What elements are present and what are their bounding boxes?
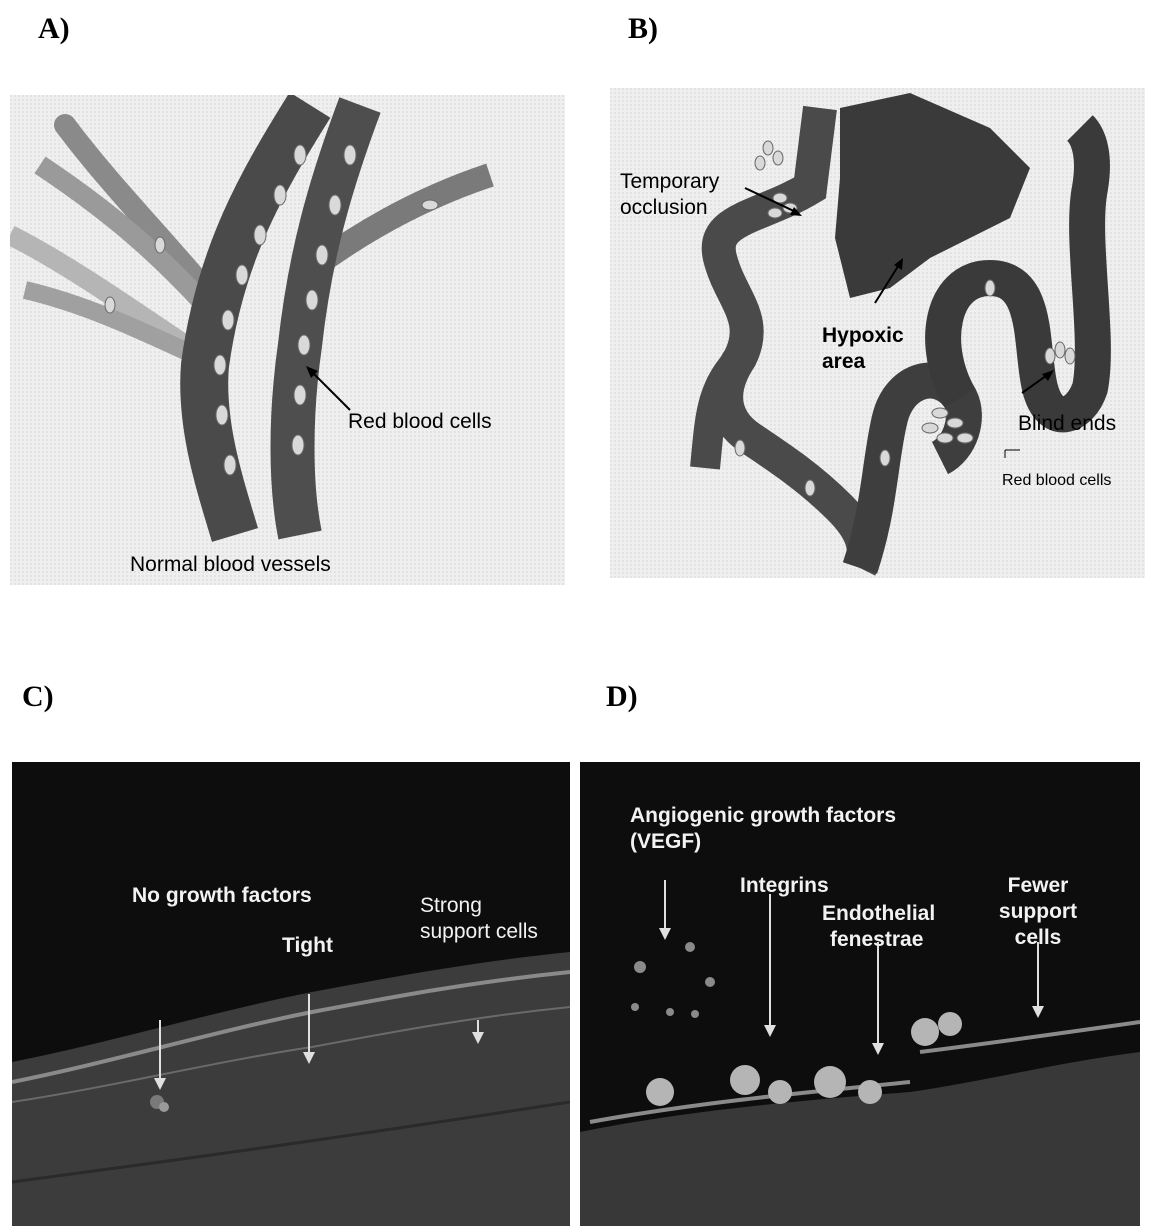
- strong-support-label-1: Strong: [420, 894, 482, 918]
- hypoxic-area-label-2: area: [822, 350, 865, 374]
- panel-b-label: B): [628, 12, 658, 46]
- endothelial-fenestrae-label-2: fenestrae: [830, 928, 923, 952]
- tumor-red-blood-cells-label: Red blood cells: [1002, 472, 1111, 490]
- hypoxic-area-label-1: Hypoxic: [822, 324, 904, 348]
- panel-d-illustration: Angiogenic growth factors (VEGF) Integri…: [580, 762, 1140, 1226]
- fewer-support-label-2: support: [988, 900, 1088, 924]
- normal-vessels-drawing: [10, 95, 565, 585]
- panel-a-label: A): [38, 12, 70, 46]
- fewer-support-label-1: Fewer: [988, 874, 1088, 898]
- endothelial-fenestrae-label-1: Endothelial: [822, 902, 935, 926]
- normal-endothelium-drawing: [12, 762, 570, 1226]
- panel-c-label: C): [22, 680, 54, 714]
- panel-c-illustration: No growth factors Tight Strong support c…: [12, 762, 570, 1226]
- integrins-label: Integrins: [740, 874, 829, 898]
- blind-ends-label: Blind ends: [1018, 412, 1116, 436]
- panel-d-label: D): [606, 680, 638, 714]
- panel-b-illustration: Temporary occlusion Hypoxic area Blind e…: [610, 88, 1145, 578]
- strong-support-label-2: support cells: [420, 920, 538, 944]
- angiogenic-factors-label-2: (VEGF): [630, 830, 701, 854]
- temporary-occlusion-label-1: Temporary: [620, 170, 719, 194]
- temporary-occlusion-label-2: occlusion: [620, 196, 708, 220]
- red-blood-cells-label: Red blood cells: [348, 410, 492, 434]
- panel-a-illustration: Red blood cells Normal blood vessels: [10, 95, 565, 585]
- no-growth-factors-label: No growth factors: [132, 884, 312, 908]
- tight-label: Tight: [282, 934, 333, 958]
- angiogenic-factors-label-1: Angiogenic growth factors: [630, 804, 896, 828]
- normal-vessels-caption: Normal blood vessels: [130, 553, 331, 577]
- fewer-support-label-3: cells: [988, 926, 1088, 950]
